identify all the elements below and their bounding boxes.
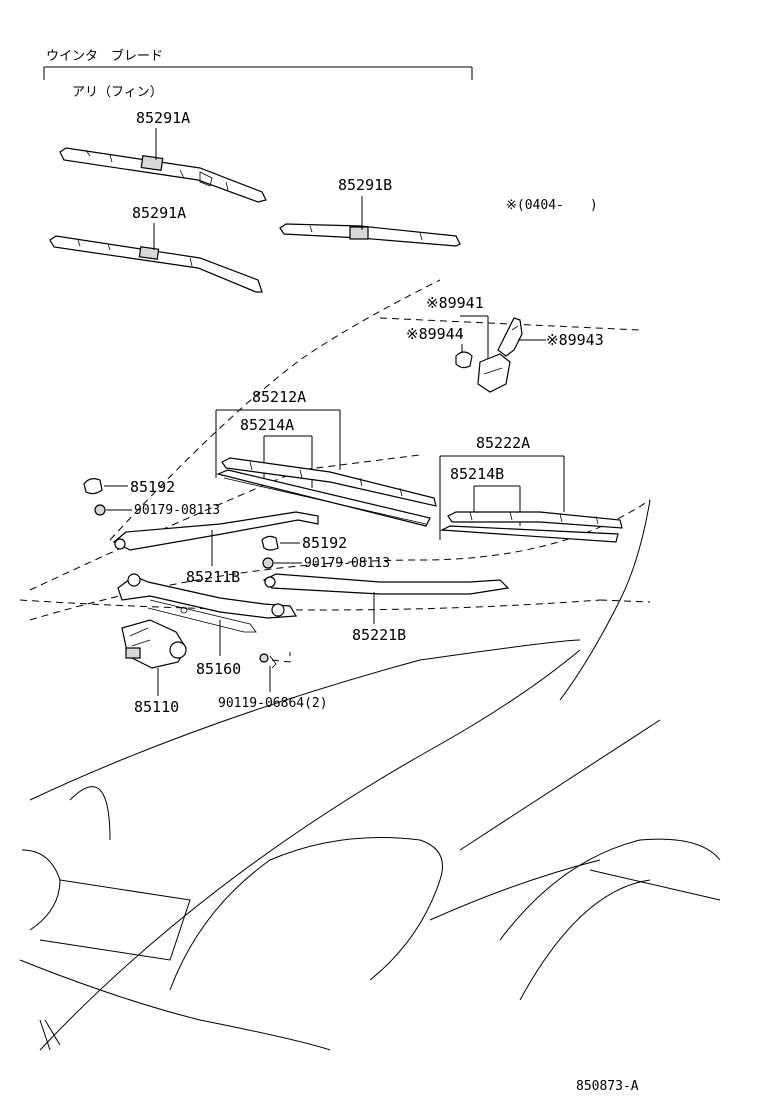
part-89941-nozzle[interactable] xyxy=(477,353,511,393)
label-85160: 85160 xyxy=(196,660,241,678)
bolt-position-dash xyxy=(271,652,291,663)
label-85222A: 85222A xyxy=(476,434,530,452)
wiper-blade-85291A-bottom[interactable] xyxy=(49,235,263,293)
wiper-arm-85211B[interactable] xyxy=(112,511,319,551)
wiper-blade-85291A-top[interactable] xyxy=(59,147,267,203)
part-85192-left-cap[interactable] xyxy=(83,478,103,495)
part-90179-nut-left[interactable] xyxy=(94,504,106,516)
header-title: ウインタ ブレード xyxy=(46,48,163,64)
part-89944-cap[interactable] xyxy=(455,351,473,369)
figure-id: 850873-A xyxy=(576,1079,639,1094)
label-85192-left: 85192 xyxy=(130,478,175,496)
part-85192-mid-cap[interactable] xyxy=(261,535,279,551)
vehicle-outline xyxy=(19,279,721,1051)
wiper-blade-85212A[interactable] xyxy=(216,457,437,527)
label-85291A-top: 85291A xyxy=(136,109,190,127)
label-85212A: 85212A xyxy=(252,388,306,406)
wiper-motor-85110[interactable] xyxy=(121,619,187,669)
wiper-blade-85222A[interactable] xyxy=(439,511,623,543)
part-90179-nut-mid[interactable] xyxy=(262,557,274,569)
label-85110: 85110 xyxy=(134,698,179,716)
label-85211B: 85211B xyxy=(186,568,240,586)
label-85214B: 85214B xyxy=(450,465,504,483)
bracket-85222A xyxy=(439,455,565,540)
label-85291B: 85291B xyxy=(338,176,392,194)
label-89943: ※89943 xyxy=(546,331,604,349)
label-85214A: 85214A xyxy=(240,416,294,434)
wiper-arm-85221B[interactable] xyxy=(262,573,510,595)
header-subtitle: アリ（フィン） xyxy=(72,85,163,100)
part-90119-bolt[interactable] xyxy=(259,653,277,669)
label-89941: ※89941 xyxy=(426,294,484,312)
wiper-blade-85291B[interactable] xyxy=(279,223,461,247)
wiper-linkage-85160[interactable] xyxy=(117,573,298,633)
label-85291A-bottom: 85291A xyxy=(132,204,186,222)
label-85192-mid: 85192 xyxy=(302,534,347,552)
applicability-note: ※(0404- ) xyxy=(506,198,598,213)
label-85221B: 85221B xyxy=(352,626,406,644)
label-89944: ※89944 xyxy=(406,325,464,343)
bracket-85212A xyxy=(215,409,341,478)
header-bracket xyxy=(43,66,473,80)
label-nut-left: 90179-08113 xyxy=(134,503,220,518)
part-89943-arm-fitting[interactable] xyxy=(497,317,523,357)
label-90119-bolt: 90119-06864(2) xyxy=(218,696,328,711)
label-nut-mid: 90179-08113 xyxy=(304,556,390,571)
